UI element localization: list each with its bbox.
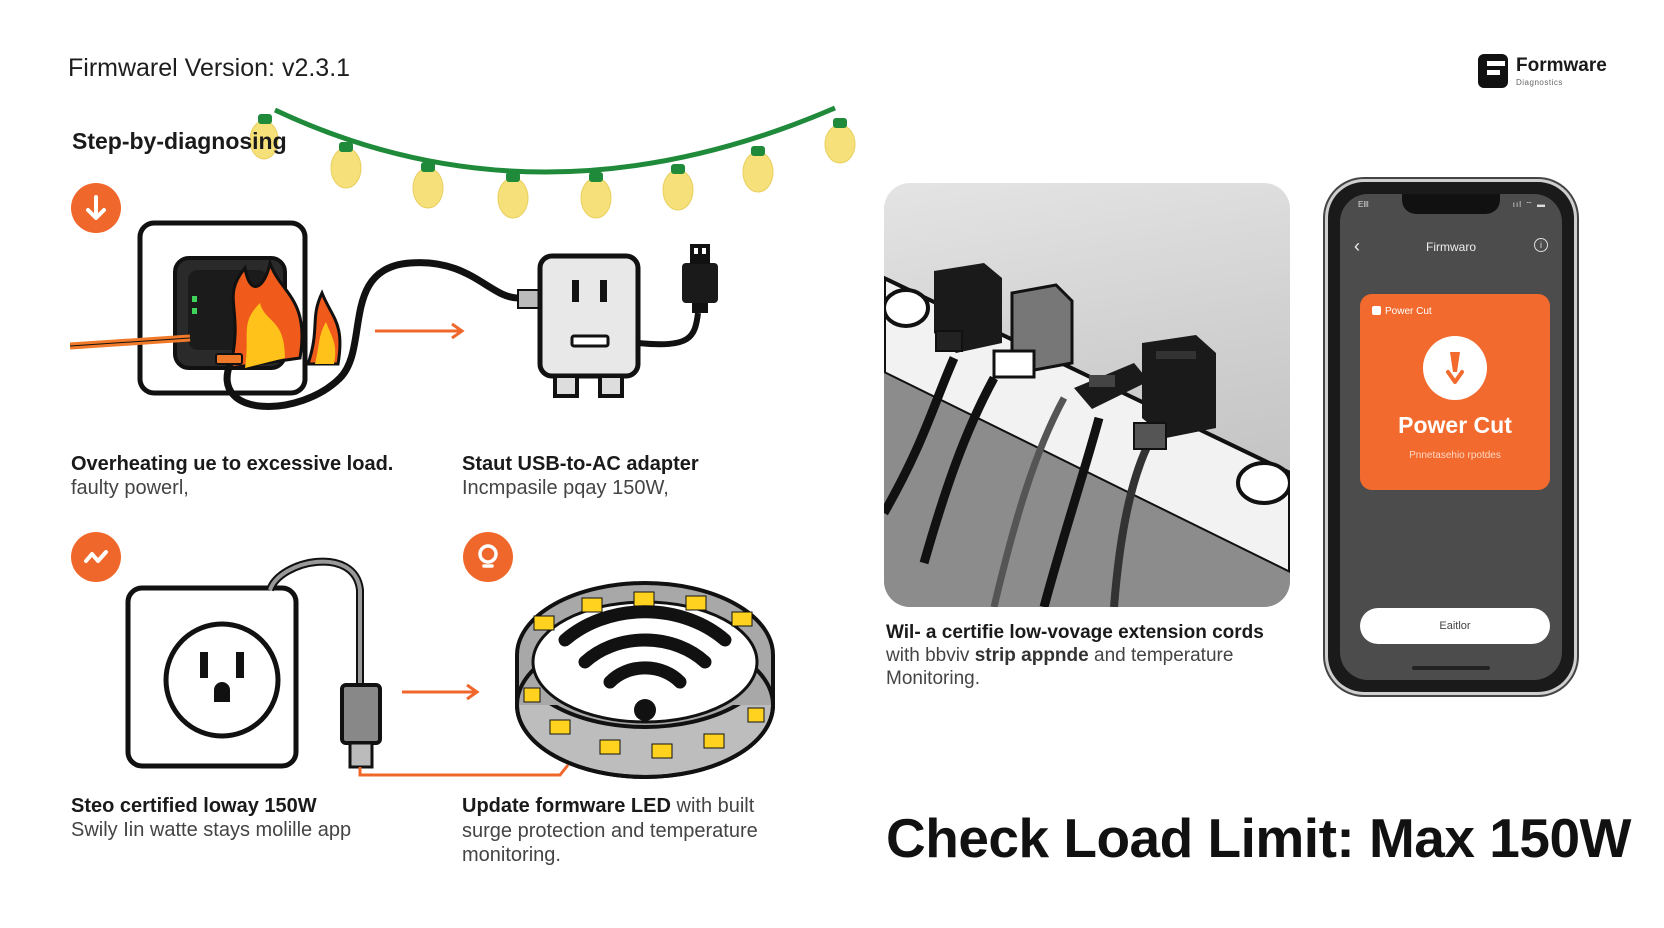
step4-title-bold: Update formware LED [462,795,671,817]
caption-line2-prefix: with bbviv [886,645,975,666]
card-title: Power Cut [1398,412,1512,438]
card-subtitle: Pnnetasehio rpotdes [1409,450,1501,461]
tag-icon [1372,306,1381,315]
wave-icon [84,550,108,563]
bulb-icon [478,544,498,568]
power-strip-caption-title: Wil- a certifie low-vovage extension cor… [886,622,1264,643]
headline: Check Load Limit: Max 150W [886,807,1631,869]
brand-name: Formware [1516,55,1607,76]
home-indicator [1412,666,1490,670]
status-bar-left: Elll [1358,200,1369,209]
step3-title: Steo certified loway 150W [71,795,317,817]
section-title: Step-by-diagnosing [72,128,287,154]
alert-icon [1423,336,1487,400]
caption-line2-bold: strip appnde [974,645,1089,666]
power-cut-alert-card: Power Cut Power Cut Pnnetasehio rpotdes [1360,294,1550,490]
step4-body: surge protection and temperature monitor… [462,819,758,867]
caption-line2-suffix: and temperature [1088,645,1234,666]
step4-badge [463,532,513,582]
status-bar-right: ııl ⌔ ▬ [1512,200,1546,209]
phone-action-button[interactable]: Eaitlor [1360,608,1550,644]
string-lights-illustration [250,105,856,219]
outlet-led-strip-illustration [125,557,775,779]
overheating-outlet-adapter-illustration [70,220,718,410]
phone-screen: Elll ııl ⌔ ▬ ‹ Firmwaro i Power Cut Powe… [1340,194,1562,680]
power-strip-caption-line2: with bbviv strip appnde and temperature [886,645,1233,667]
step1-badge [71,183,121,233]
step4-title-suffix: with built [670,795,755,817]
formware-logo-icon [1478,54,1508,88]
brand-logo: Formware Diagnostics [1476,52,1616,92]
step3-badge [71,532,121,582]
info-icon[interactable]: i [1534,238,1548,252]
step4-title: Update formware LED with built [462,795,754,818]
step3-body: Swily Iin watte stays molille app [71,819,352,841]
card-tag: Power Cut [1372,306,1432,317]
phone-notch [1402,194,1500,214]
phone-mockup: Elll ııl ⌔ ▬ ‹ Firmwaro i Power Cut Powe… [1328,182,1574,692]
back-chevron-icon[interactable]: ‹ [1354,236,1360,256]
step4-body-line2: monitoring. [462,844,561,866]
step2-body: Incmpasile pqay 150W, [462,477,669,499]
brand-subtitle: Diagnostics [1516,78,1563,87]
power-strip-illustration [884,263,1290,607]
power-strip-caption-line3: Monitoring. [886,668,980,689]
power-strip-photo [884,183,1290,607]
app-title: Firmwaro [1426,240,1476,254]
card-tag-label: Power Cut [1385,306,1432,317]
step2-title: Staut USB-to-AC adapter [462,453,699,475]
step1-body: faulty powerl, [71,477,189,499]
step4-body-line1: surge protection and temperature [462,820,758,842]
arrow-down-icon [86,195,106,220]
firmware-version: Firmwarel Version: v2.3.1 [68,54,351,82]
step1-title: Overheating ue to excessive load. [71,453,394,475]
